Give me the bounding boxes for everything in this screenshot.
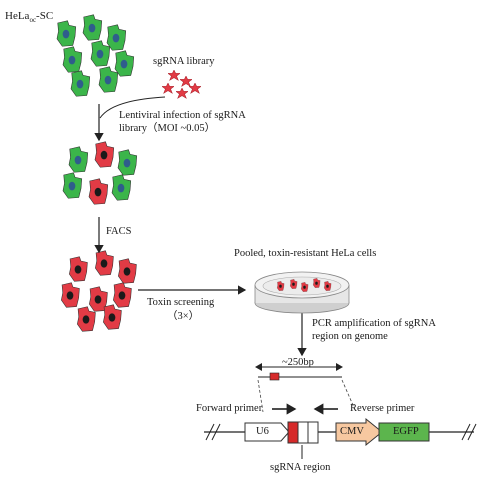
sgrna-virus-particles <box>162 70 201 99</box>
dish-cell <box>324 281 332 291</box>
red-cell <box>69 256 88 282</box>
green-cell <box>68 146 89 173</box>
cell-line-label: HeLaoc-SC <box>5 10 54 25</box>
genome-construct <box>204 417 477 447</box>
green-cell-cluster <box>56 14 135 97</box>
green-cell <box>98 66 119 93</box>
red-cell <box>103 304 122 330</box>
amplicon-sgrna-marker <box>269 372 280 381</box>
infected-cell-cluster <box>62 141 138 205</box>
pcr-label-line1: PCR amplification of sgRNA <box>312 318 436 329</box>
green-cell <box>114 50 135 77</box>
red-cell <box>77 306 96 332</box>
library-curve <box>99 96 166 119</box>
green-cell <box>62 46 83 73</box>
green-cell <box>62 172 83 199</box>
cmv-label: CMV <box>340 426 364 437</box>
green-cell <box>106 24 127 51</box>
green-cell <box>90 40 111 67</box>
zoom-line-right <box>341 379 357 413</box>
green-cell <box>56 20 77 47</box>
dish-cell <box>313 278 321 288</box>
infection-label-line1: Lentiviral infection of sgRNA <box>119 110 246 121</box>
dish-cells <box>277 278 332 292</box>
green-cell <box>70 70 91 97</box>
zoom-line-left <box>257 379 264 413</box>
red-cell <box>94 141 115 168</box>
cmv-promoter-box <box>335 417 383 447</box>
egfp-label: EGFP <box>393 426 419 437</box>
virus-particle <box>189 83 201 94</box>
virus-particle <box>162 83 174 94</box>
sgrna-region-label: sgRNA region <box>270 462 331 473</box>
forward-primer-label: Forward primer <box>196 403 263 414</box>
dish-cell <box>290 279 298 289</box>
dish-cell <box>301 282 309 292</box>
library-label: sgRNA library <box>153 56 215 67</box>
red-cell <box>88 178 109 205</box>
dish-cell <box>277 281 285 291</box>
petri-dish <box>254 271 350 314</box>
u6-label: U6 <box>256 426 269 437</box>
amplicon-size-label: ~250bp <box>282 357 314 368</box>
red-cell <box>118 258 137 284</box>
red-cell <box>113 282 132 308</box>
virus-particle <box>176 88 188 99</box>
virus-particle <box>180 76 192 87</box>
red-cell <box>95 250 114 276</box>
facs-label: FACS <box>106 226 132 237</box>
egfp-box <box>378 422 430 442</box>
reverse-primer-label: Reverse primer <box>350 403 415 414</box>
infection-label-line2: library（MOI ~0.05） <box>119 123 216 134</box>
green-cell <box>82 14 103 41</box>
pcr-label-line2: region on genome <box>312 331 388 342</box>
virus-particle <box>168 70 180 81</box>
pooled-cells-label: Pooled, toxin-resistant HeLa cells <box>234 248 377 259</box>
toxin-repeat-label: （3×） <box>167 311 200 322</box>
red-cell <box>61 282 80 308</box>
u6-promoter-box <box>244 422 290 442</box>
green-cell <box>117 149 138 176</box>
toxin-label: Toxin screening <box>147 297 215 308</box>
red-cell <box>89 286 108 312</box>
green-cell <box>111 174 132 201</box>
sorted-red-cell-cluster <box>61 250 137 332</box>
